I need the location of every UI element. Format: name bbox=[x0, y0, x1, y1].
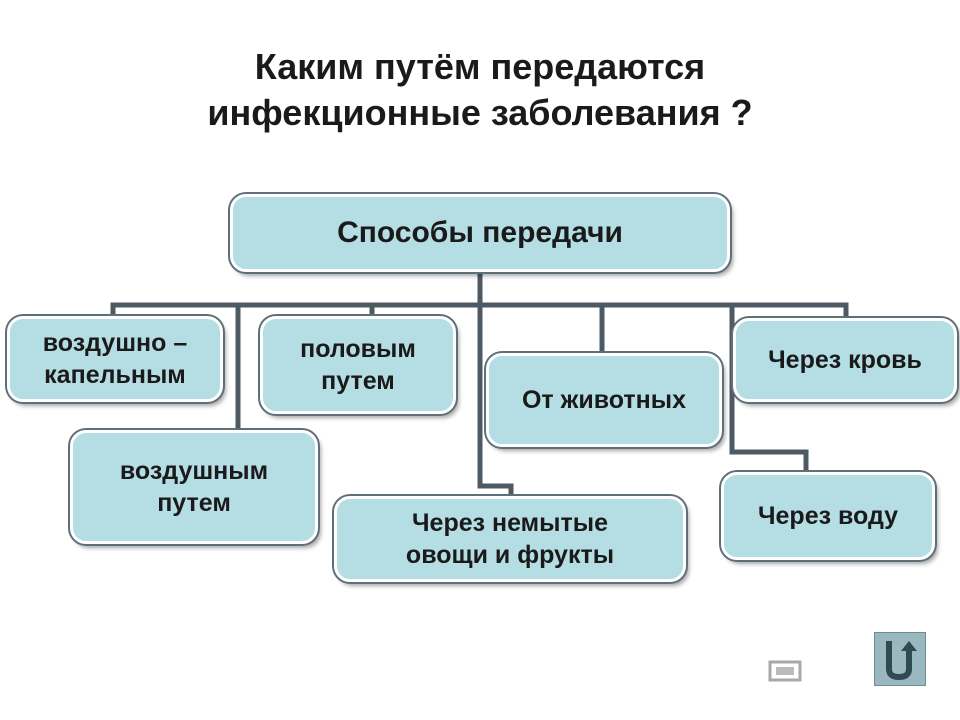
node-label: От животных bbox=[521, 386, 686, 414]
return-button[interactable] bbox=[874, 632, 926, 686]
page-title: Каким путём передаются инфекционные забо… bbox=[0, 44, 960, 136]
node-blood[interactable]: Через кровь bbox=[733, 318, 957, 402]
title-line-2: инфекционные заболевания ? bbox=[207, 92, 753, 133]
node-animals[interactable]: От животных bbox=[486, 353, 722, 447]
watermark-icon bbox=[768, 660, 802, 682]
node-label: Через кровь bbox=[768, 346, 922, 374]
node-sexual[interactable]: половым путем bbox=[260, 316, 456, 414]
root-node[interactable]: Способы передачи bbox=[230, 194, 730, 272]
node-food[interactable]: Через немытые овощи и фрукты bbox=[334, 496, 686, 582]
node-label: половым путем bbox=[300, 335, 416, 395]
node-water[interactable]: Через воду bbox=[721, 472, 935, 560]
return-arrow-icon bbox=[886, 641, 917, 681]
title-line-1: Каким путём передаются bbox=[254, 46, 706, 87]
root-label: Способы передачи bbox=[337, 216, 623, 249]
node-label: Через воду bbox=[757, 502, 899, 530]
node-label: Через немытые овощи и фрукты bbox=[405, 509, 615, 569]
node-airdrop[interactable]: воздушно – капельным bbox=[7, 316, 223, 402]
node-airborne[interactable]: воздушным путем bbox=[70, 430, 318, 544]
watermark-logo bbox=[766, 656, 806, 693]
node-label: воздушно – капельным bbox=[42, 329, 188, 389]
node-label: воздушным путем bbox=[119, 457, 269, 517]
